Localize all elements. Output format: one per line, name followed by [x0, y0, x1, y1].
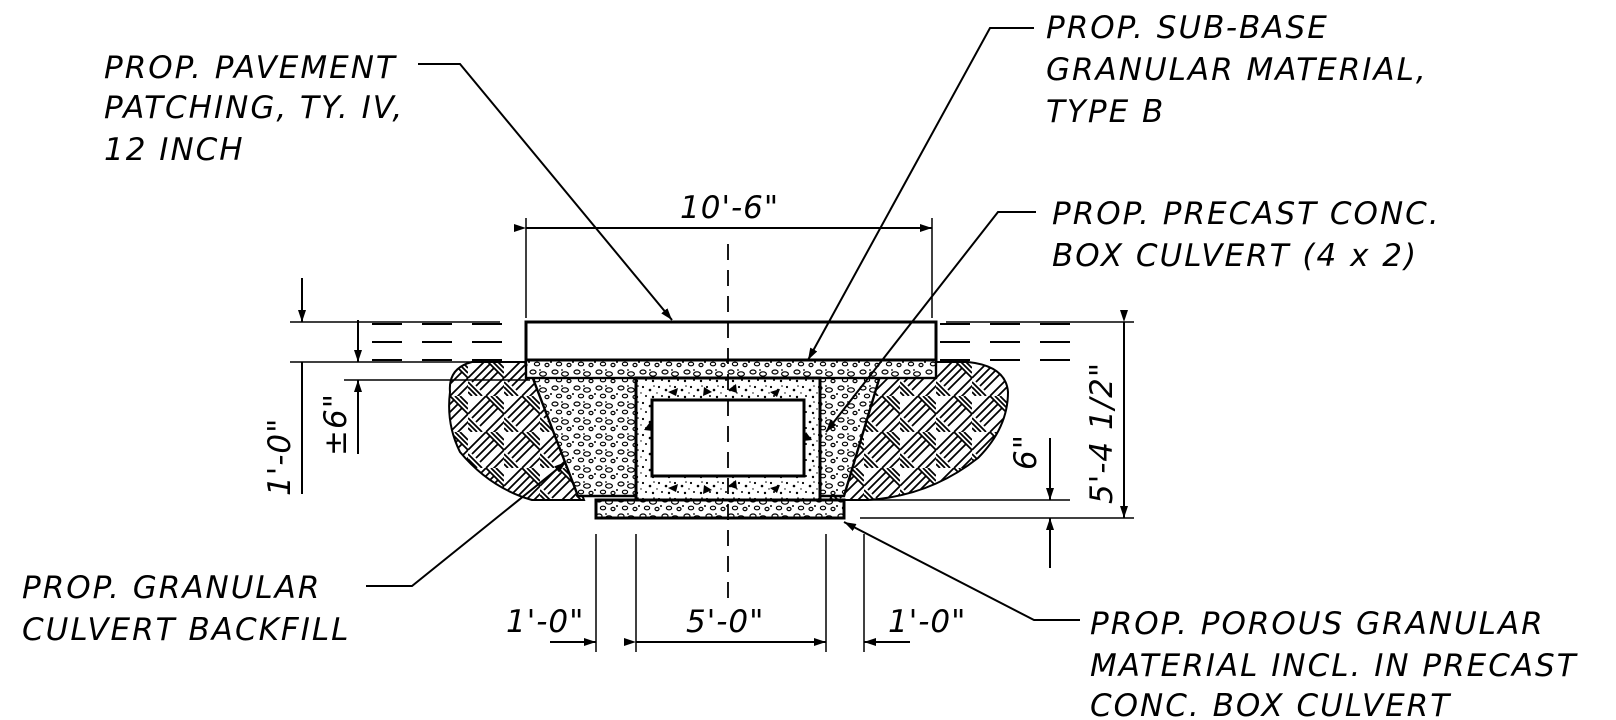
svg-text:PATCHING, TY. IV,: PATCHING, TY. IV,	[104, 90, 404, 126]
leader-subbase	[807, 27, 1034, 361]
dim-text-left-offset: 1'-0"	[506, 604, 584, 640]
dim-text-right-offset: 1'-0"	[888, 604, 966, 640]
svg-text:CONC. BOX CULVERT: CONC. BOX CULVERT	[1090, 688, 1451, 720]
svg-text:TYPE B: TYPE B	[1046, 94, 1165, 130]
dim-text-pavement-depth: 1'-0"	[262, 418, 298, 496]
svg-text:PROP. PAVEMENT: PROP. PAVEMENT	[104, 50, 397, 86]
dim-text-box-width: 5'-0"	[686, 604, 764, 640]
label-pavement-patching: PROP. PAVEMENT PATCHING, TY. IV, 12 INCH	[104, 50, 404, 168]
dim-right	[850, 310, 1134, 568]
pavement-patching-slab	[524, 320, 938, 362]
dim-text-top-width: 10'-6"	[680, 190, 779, 226]
label-culvert-backfill: PROP. GRANULAR CULVERT BACKFILL	[22, 570, 350, 648]
svg-text:12 INCH: 12 INCH	[104, 132, 245, 168]
svg-text:PROP. PRECAST CONC.: PROP. PRECAST CONC.	[1052, 196, 1441, 232]
label-porous-material: PROP. POROUS GRANULAR MATERIAL INCL. IN …	[1090, 606, 1578, 720]
svg-text:PROP. POROUS GRANULAR: PROP. POROUS GRANULAR	[1090, 606, 1545, 642]
existing-pavement-dashes	[372, 323, 1070, 361]
svg-text:PROP. GRANULAR: PROP. GRANULAR	[22, 570, 321, 606]
dim-bottom	[550, 534, 910, 652]
svg-text:CULVERT BACKFILL: CULVERT BACKFILL	[22, 612, 350, 648]
svg-text:PROP. SUB-BASE: PROP. SUB-BASE	[1046, 10, 1329, 46]
leader-backfill	[366, 461, 567, 587]
dim-text-total-depth: 5'-4 1/2"	[1084, 362, 1120, 504]
leader-porous	[843, 521, 1080, 621]
dim-left	[290, 278, 530, 494]
svg-text:MATERIAL INCL. IN PRECAST: MATERIAL INCL. IN PRECAST	[1090, 648, 1578, 684]
porous-bedding	[594, 498, 846, 520]
dim-text-subbase-depth: ±6"	[318, 393, 354, 456]
existing-earth-left	[448, 361, 586, 501]
svg-text:BOX CULVERT (4 x 2): BOX CULVERT (4 x 2)	[1052, 238, 1418, 274]
dim-top-width	[514, 218, 933, 318]
label-subbase: PROP. SUB-BASE GRANULAR MATERIAL, TYPE B	[1046, 10, 1428, 130]
label-box-culvert: PROP. PRECAST CONC. BOX CULVERT (4 x 2)	[1052, 196, 1441, 274]
dim-text-bedding-depth: 6"	[1008, 434, 1044, 470]
leader-culvert	[825, 211, 1036, 433]
leader-pavement	[418, 63, 673, 321]
svg-text:GRANULAR MATERIAL,: GRANULAR MATERIAL,	[1046, 52, 1428, 88]
